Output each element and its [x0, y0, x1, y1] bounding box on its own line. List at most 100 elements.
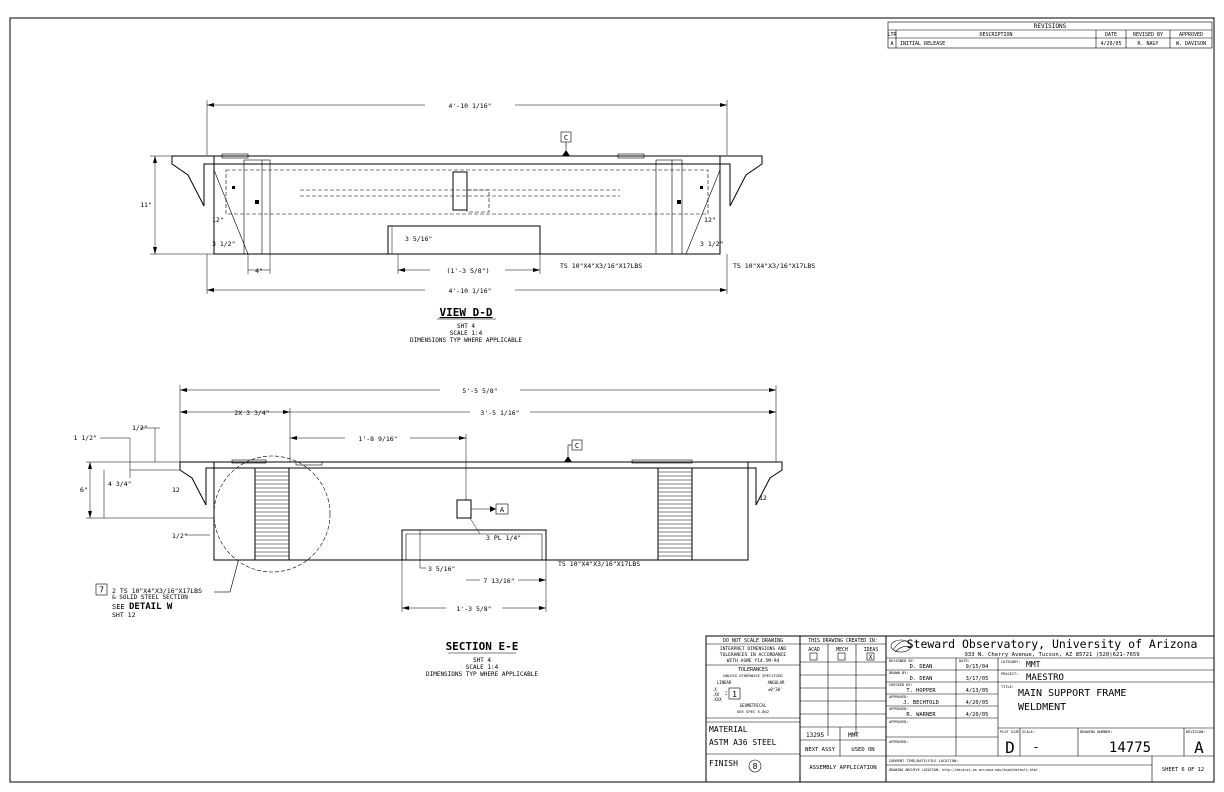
tb-finish-label: FINISH — [709, 759, 738, 768]
tb-p5-role: APPROVED: — [889, 707, 908, 711]
ee-callout-line1: 2 TS 10"X4"X3/16"X17LBS — [112, 587, 202, 595]
tb-plot-size-label: PLOT SIZE — [1000, 730, 1019, 734]
dd-dim-notch-depth: 3 5/16" — [405, 235, 432, 243]
tb-title-line2: WELDMENT — [1018, 702, 1066, 713]
ee-dim-right-span: 3'-5 1/16" — [480, 409, 519, 417]
tb-archive: DRAWING ARCHIVE LOCATION: http://devinci… — [889, 768, 1038, 772]
tb-scale-label: SCALE: — [1022, 730, 1035, 734]
tb-current-loc: CURRENT TIME/DATE/FILE LOCATION: — [889, 759, 958, 763]
rev-header-approved: APPROVED — [1179, 32, 1203, 38]
tb-drawing-number: 14775 — [1109, 740, 1151, 756]
tb-p1-role: DESIGNED BY: — [889, 659, 915, 663]
tb-next-assy-num: 13295 — [806, 732, 824, 739]
ee-sheet: SHT 4 — [473, 657, 491, 664]
tb-p3-name: T. HOPPER — [906, 688, 936, 694]
rev-header-desc: DESCRIPTION — [979, 32, 1012, 38]
tb-p3-date: 4/13/05 — [966, 688, 989, 694]
tb-std: SEE SPEC 5-002 — [737, 709, 769, 714]
dd-datum-c: C — [564, 134, 568, 142]
tb-project: MAESTRO — [1026, 673, 1064, 683]
tb-p7-role: APPROVED: — [889, 740, 908, 744]
tb-tol-num: 1 — [732, 690, 737, 699]
ee-callout-detail: DETAIL W — [129, 602, 173, 612]
tb-check-acad — [809, 652, 818, 661]
tb-angular: ANGULAR — [768, 680, 785, 685]
ee-tube-hatch-left — [255, 471, 289, 557]
tb-category-label: CATEGORY: — [1001, 660, 1020, 664]
dd-tube-label-right: TS 10"X4"X3/16"X17LBS — [733, 262, 815, 270]
tb-used-on: USED ON — [851, 747, 874, 753]
dd-view-title: VIEW D-D — [440, 306, 493, 319]
tb-org: Steward Observatory, University of Arizo… — [907, 637, 1198, 651]
dd-dim-bottom-width: 4'-10 1/16" — [448, 287, 491, 295]
ee-scale: SCALE 1:4 — [466, 664, 499, 671]
rev-header-date: DATE — [1105, 32, 1117, 38]
tb-tolerances: TOLERANCES — [738, 667, 768, 673]
tb-sheet: SHEET 6 OF 12 — [1162, 767, 1204, 773]
tb-plot-size: D — [1005, 738, 1015, 757]
dd-dim-left-12: 12" — [212, 216, 224, 224]
rev-row-desc: INITIAL RELEASE — [900, 41, 945, 47]
ee-tube-hatch-right — [658, 471, 692, 557]
tb-p6-role: APPROVED: — [889, 720, 908, 724]
rev-row-date: 4/20/05 — [1100, 41, 1121, 47]
ee-dim-mid-span: 1'-8 9/16" — [358, 435, 397, 443]
tb-next-assy: NEXT ASSY — [805, 747, 835, 753]
dd-dim-notch-width: (1'-3 5/8") — [446, 267, 489, 275]
tb-next-assy-val: MMT — [848, 732, 859, 739]
tb-material-label: MATERIAL — [709, 725, 748, 734]
ee-dim-notch-width: 1'-3 5/8" — [456, 605, 491, 613]
tb-cad-acad: ACAD — [808, 647, 820, 653]
tb-cad-ideas: IDEAS — [864, 647, 879, 653]
tb-revision: A — [1194, 738, 1204, 757]
tb-interpret-3: WITH ASME Y14.5M-94 — [727, 658, 780, 664]
ee-callout-sheet: SHT 12 — [112, 611, 136, 619]
ee-datum-a: A — [500, 506, 505, 514]
tb-tol-xxx: .XXX — [712, 697, 722, 702]
tb-do-not-scale: DO NOT SCALE DRAWING — [723, 638, 783, 644]
tb-scale: - — [1032, 740, 1039, 754]
tb-p5-date: 4/20/05 — [966, 712, 989, 718]
tb-drawing-number-label: DRAWING NUMBER: — [1080, 730, 1112, 734]
ee-dim-overall: 5'-5 5/8" — [462, 387, 497, 395]
tb-p3-role: CHECKED BY: — [889, 683, 913, 687]
dd-dim-right-3-5: 3 1/2" — [700, 240, 723, 248]
dd-dim-right-12: 12" — [704, 216, 716, 224]
sheet-border — [9, 17, 1215, 783]
tb-check-mech — [837, 652, 846, 661]
tb-p4-role: APPROVED: — [889, 695, 908, 699]
ee-callout-number: 7 — [99, 586, 104, 595]
dd-sheet: SHT 4 — [457, 323, 475, 330]
ee-dim-seven: 7 13/16" — [483, 577, 514, 585]
tb-tol-xx: .XX — [712, 692, 720, 697]
tb-p2-date: 3/17/05 — [966, 676, 989, 682]
ee-dim-four-three-quarter: 4 3/4" — [108, 480, 131, 488]
ee-view-title: SECTION E-E — [446, 640, 519, 653]
ee-dim-twelve-right: 12 — [759, 494, 767, 502]
ee-dim-pl: 3 PL 1/4" — [486, 534, 521, 542]
tb-p2-name: D. DEAN — [910, 676, 933, 682]
tb-unless: UNLESS OTHERWISE SPECIFIED — [723, 673, 783, 678]
ee-note: DIMENSIONS TYP WHERE APPLICABLE — [426, 671, 538, 678]
tb-revision-label: REVISION: — [1186, 730, 1205, 734]
ee-callout-line2: & SOLID STEEL SECTION — [112, 594, 188, 601]
tb-title-label: TITLE: — [1001, 685, 1014, 689]
dd-dim-left-3-5: 3 1/2" — [212, 240, 235, 248]
ee-callout-see: SEE — [112, 603, 125, 611]
ee-dim-half-top: 1/2" — [132, 424, 148, 432]
tb-interpret-1: INTERPRET DIMENSIONS AND — [720, 646, 787, 652]
ee-dim-half-bottom: 1/2" — [172, 532, 188, 540]
tb-p4-date: 4/20/05 — [966, 700, 989, 706]
tb-linear: LINEAR — [717, 680, 732, 685]
section-ee: 5'-5 5/8" 2X 3 3/4" 3'-5 1/16" 1'-8 9/16… — [74, 385, 783, 678]
ee-dim-2x: 2X 3 3/4" — [234, 409, 269, 417]
view-dd: 4'-10 1/16" C — [140, 100, 815, 344]
tb-check-ideas — [866, 652, 875, 661]
tb-p1-date-label: DATE: — [959, 659, 970, 663]
tb-finish-num: 8 — [753, 762, 758, 771]
tb-geometrical: GEOMETRICAL — [740, 703, 767, 708]
tb-p1-date: 9/15/04 — [966, 664, 989, 670]
rev-row-ltr: A — [890, 41, 893, 47]
tb-address: 933 N. Cherry Avenue, Tucson, AZ 85721 (… — [964, 652, 1139, 658]
tb-created-in: THIS DRAWING CREATED IN: — [808, 638, 877, 644]
